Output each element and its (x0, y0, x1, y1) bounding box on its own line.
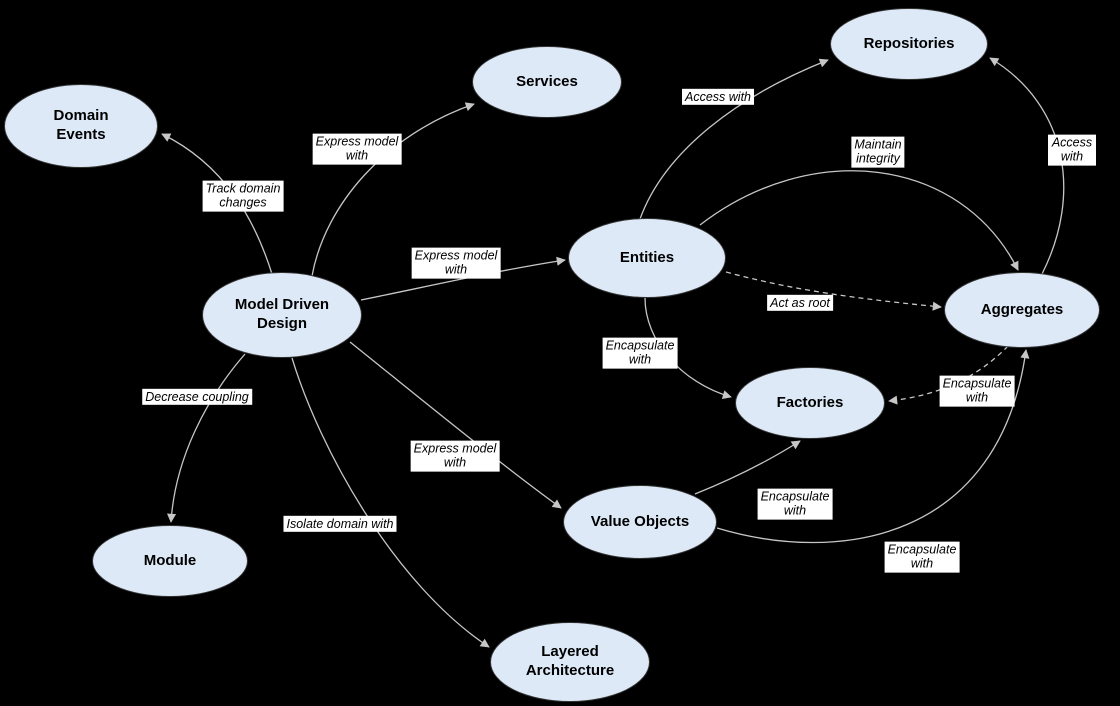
edge-label-model-driven-design-to-layered-architecture-5: Isolate domain with (283, 515, 397, 533)
node-label-aggregates: Aggregates (980, 300, 1064, 318)
edge-model-driven-design-to-services-1 (311, 102, 475, 277)
node-domain-events: Domain Events (4, 84, 158, 168)
node-label-services: Services (516, 72, 578, 90)
edge-label-aggregates-to-factories-11: Encapsulate with (939, 375, 1015, 407)
edge-label-entities-to-aggregates-7: Maintain integrity (851, 136, 905, 168)
edge-value-objects-to-factories-12 (694, 440, 801, 495)
edge-label-aggregates-to-repositories-8: Access with (1048, 134, 1096, 166)
node-aggregates: Aggregates (944, 272, 1100, 348)
edge-label-entities-to-aggregates-9: Act as root (767, 294, 833, 312)
edge-label-value-objects-to-aggregates-13: Encapsulate with (884, 541, 960, 573)
edge-label-entities-to-repositories-6: Access with (682, 88, 754, 106)
node-model-driven-design: Model Driven Design (202, 272, 362, 358)
edge-label-entities-to-factories-10: Encapsulate with (602, 337, 678, 369)
edge-entities-to-aggregates-7 (699, 170, 1019, 271)
node-layered-architecture: Layered Architecture (490, 622, 650, 702)
edge-entities-to-repositories-6 (639, 58, 829, 220)
node-module: Module (92, 525, 248, 597)
node-value-objects: Value Objects (563, 485, 717, 559)
edge-label-model-driven-design-to-entities-2: Express model with (411, 247, 501, 279)
node-label-domain-events: Domain Events (53, 107, 109, 143)
node-entities: Entities (568, 218, 726, 298)
edge-label-model-driven-design-to-services-1: Express model with (312, 133, 402, 165)
node-label-module: Module (143, 551, 197, 569)
node-services: Services (472, 46, 622, 118)
edge-model-driven-design-to-value-objects-3 (349, 341, 562, 509)
edge-model-driven-design-to-entities-2 (360, 256, 566, 301)
node-factories: Factories (735, 367, 885, 439)
node-label-model-driven-design: Model Driven Design (234, 296, 330, 332)
edge-value-objects-to-aggregates-13 (716, 349, 1030, 544)
node-label-entities: Entities (619, 248, 675, 266)
edge-entities-to-aggregates-9 (725, 271, 942, 311)
node-label-factories: Factories (776, 393, 844, 411)
edge-label-model-driven-design-to-module-4: Decrease coupling (142, 388, 252, 406)
node-label-value-objects: Value Objects (590, 512, 690, 530)
edge-label-value-objects-to-factories-12: Encapsulate with (757, 488, 833, 520)
node-repositories: Repositories (830, 8, 988, 80)
edge-label-model-driven-design-to-domain-events-0: Track domain changes (202, 180, 284, 212)
edge-label-model-driven-design-to-value-objects-3: Express model with (410, 440, 500, 472)
edge-model-driven-design-to-layered-architecture-5 (291, 357, 490, 648)
edge-model-driven-design-to-module-4 (166, 353, 246, 523)
node-label-repositories: Repositories (863, 34, 955, 52)
node-label-layered-architecture: Layered Architecture (525, 643, 615, 679)
